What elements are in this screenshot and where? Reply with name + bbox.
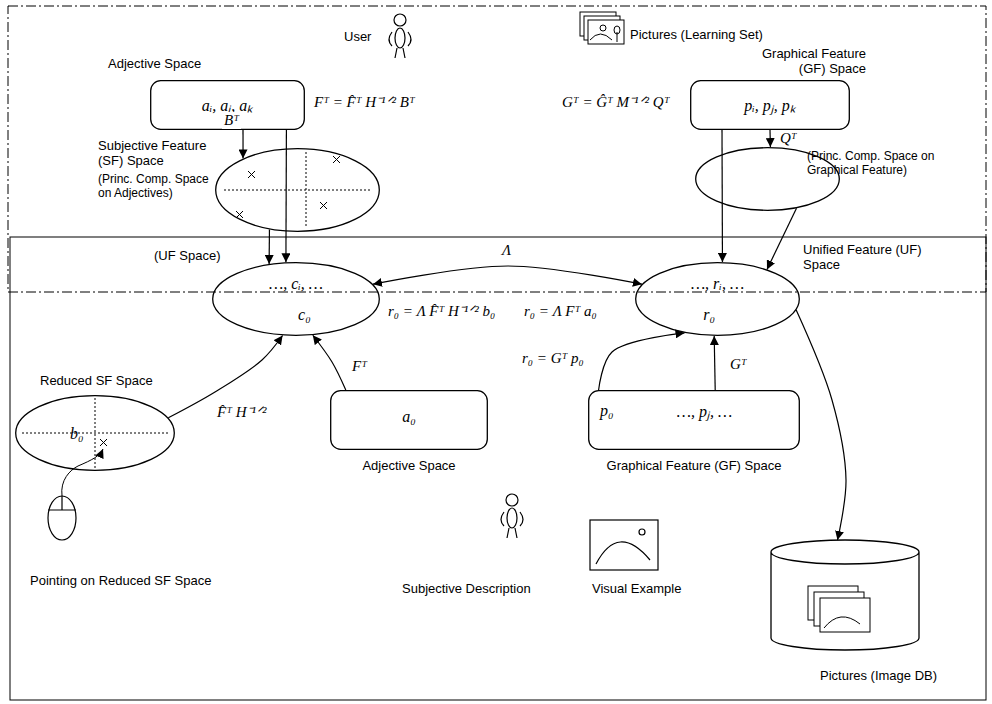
image-db-cylinder: Pictures (Image DB) [770,540,920,650]
connector [285,130,287,262]
node-text: …, pⱼ, … [677,400,732,422]
ellipse-outline [635,262,800,336]
cylinder-outline [770,540,920,650]
edge-label: Λ [500,242,513,259]
edge-label: F̂ᵀ H⁻¹ᐟ² [215,404,269,421]
node-heading: Pictures (Image DB) [820,668,937,683]
edge-label: Gᵀ [728,356,749,373]
graphical-pc-ellipse: (Princ. Comp. Space on Graphical Feature… [695,147,840,211]
graphical-feature-box: Graphical Feature (GF) Spacepᵢ, pⱼ, pₖ [690,80,850,130]
pointer-cord [62,449,103,496]
node-heading: (Princ. Comp. Space on Adjectives) [98,172,210,200]
node-text: pᵢ, pⱼ, pₖ [744,94,796,116]
subjective-feature-ellipse: Subjective Feature (SF) Space(Princ. Com… [215,148,380,232]
node-heading: (UF Space) [154,248,220,263]
ellipse-outline [15,395,175,471]
db-pictures [808,586,870,632]
edge-label: Bᵀ [222,112,241,129]
free-label: Pictures (Learning Set) [628,28,765,43]
edge-label: Fᵀ = F̂ᵀ H⁻¹ᐟ² Bᵀ [312,94,417,111]
ellipse-outline [212,262,380,336]
reduced-sf-ellipse: Reduced SF Spaceb₀ [15,395,175,471]
unified-feature-ellipse: (UF Space)…, cᵢ, …c₀ [212,262,380,336]
edge-label: Qᵀ [778,130,799,147]
adjective-space-box: a₀Adjective Space [330,390,488,450]
edge-label: Fᵀ [350,358,369,375]
edge-label: Gᵀ = Ĝᵀ M⁻¹ᐟ² Qᵀ [560,94,672,111]
node-text: …, cᵢ, … [269,275,323,293]
connector [767,208,797,269]
sf-axes [224,152,372,228]
node-text: b₀ [70,425,84,443]
free-label: r₀ = Λ Fᵀ a₀ [522,303,599,320]
edge-label: r₀ = Gᵀ p₀ [520,350,586,367]
graphical-feature-box: p₀…, pⱼ, …Graphical Feature (GF) Space [588,390,800,450]
connector [269,229,271,263]
node-text: c₀ [298,306,311,324]
visual-example-icon [590,520,658,570]
free-label: r₀ = Λ F̂ᵀ H⁻¹ᐟ² b₀ [386,303,497,320]
node-text: p₀ [600,402,614,420]
unified-feature-ellipse: Unified Feature (UF) Space…, rᵢ, …r₀ [635,262,800,336]
node-heading: Unified Feature (UF) Space [803,242,953,272]
node-text: …, rᵢ, … [691,275,744,293]
node-text: r₀ [703,306,715,324]
node-text: a₀ [402,408,416,426]
connector [313,335,346,390]
node-heading: Subjective Feature (SF) Space [98,138,210,168]
free-label: Subjective Description [400,582,533,597]
connector [721,130,723,262]
user-icon [501,494,523,538]
node-heading: Graphical Feature (GF) Space [746,46,866,76]
node-heading: Reduced SF Space [40,373,153,388]
node-heading: Adjective Space [108,56,201,71]
free-label: Pointing on Reduced SF Space [28,574,182,589]
pictures-icon [580,12,624,44]
node-heading: Graphical Feature (GF) Space [607,458,782,473]
ellipse-outline [215,148,380,232]
mouse-icon [48,496,76,540]
free-label: User [342,30,373,45]
user-icon [389,14,411,58]
free-label: Visual Example [590,582,683,597]
retrieval-region [10,237,986,700]
connector [373,266,642,284]
connector [796,310,846,540]
connector [242,130,243,158]
learning-region [8,6,986,292]
node-heading: (Princ. Comp. Space on Graphical Feature… [807,149,957,177]
connector [769,130,771,147]
connector [714,336,715,390]
node-heading: Adjective Space [362,458,455,473]
connector [599,333,685,390]
